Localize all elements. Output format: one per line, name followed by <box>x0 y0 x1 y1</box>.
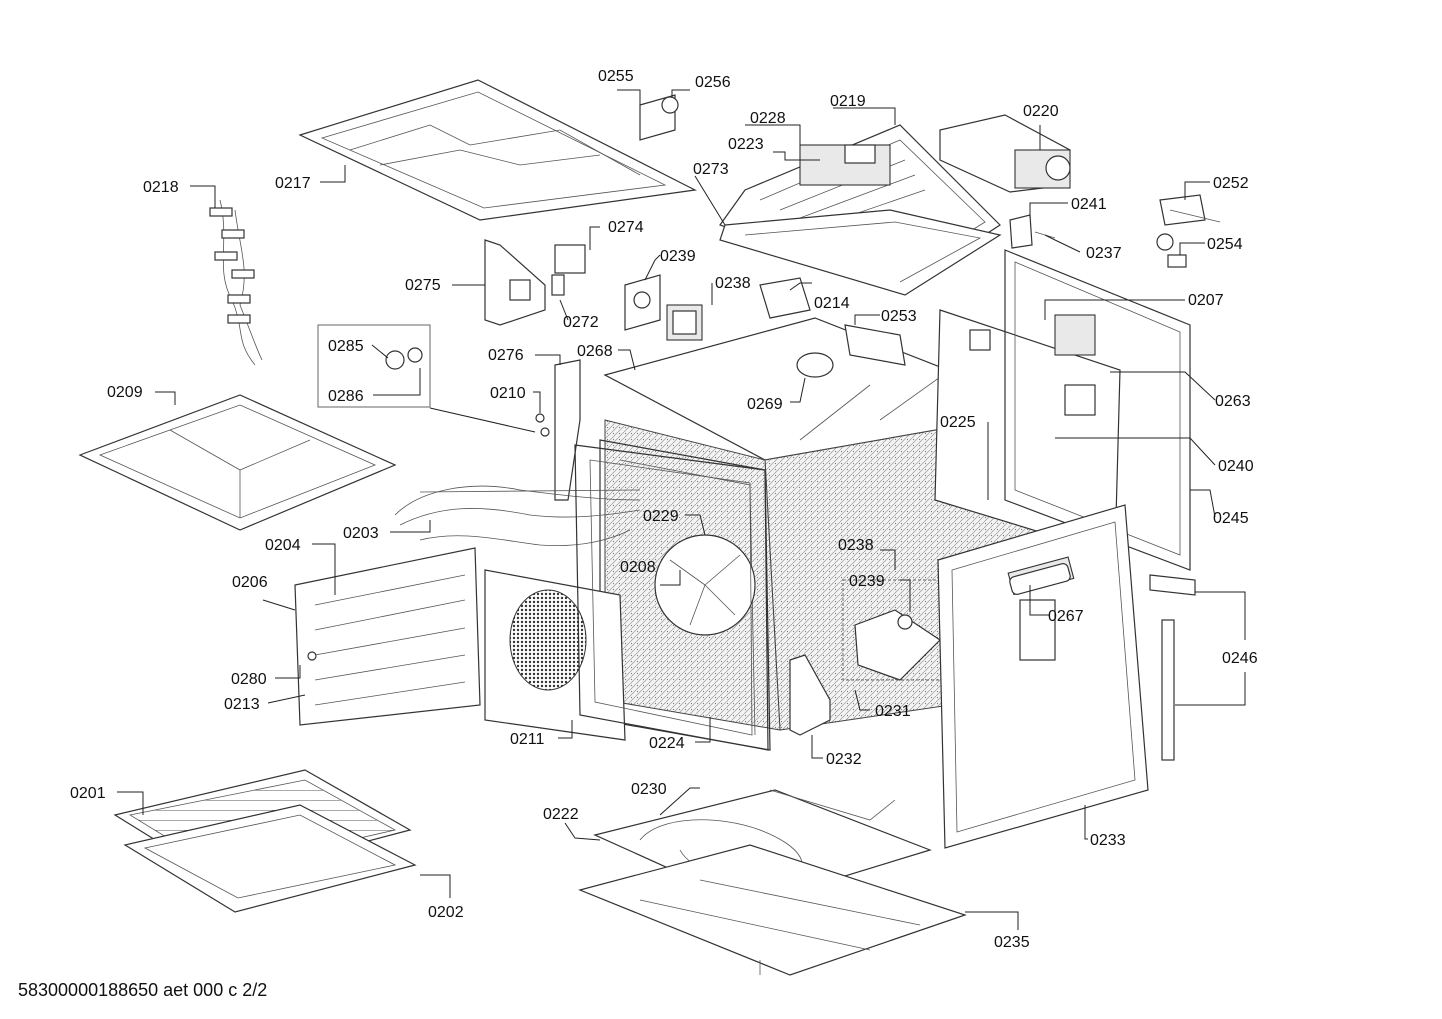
callout-0233: 0233 <box>1090 832 1126 849</box>
callout-0206: 0206 <box>232 574 268 591</box>
callout-0285: 0285 <box>328 338 364 355</box>
callout-0232: 0232 <box>826 751 862 768</box>
callout-0239: 0239 <box>660 248 696 265</box>
callout-0213: 0213 <box>224 696 260 713</box>
callout-0223: 0223 <box>728 136 764 153</box>
part-0203-grill-heater <box>394 485 641 546</box>
callout-0204: 0204 <box>265 537 301 554</box>
callout-0202: 0202 <box>428 904 464 921</box>
callout-0230: 0230 <box>631 781 667 798</box>
callout-0211: 0211 <box>510 731 545 748</box>
part-0211-fan-grille <box>484 569 626 741</box>
callout-0263: 0263 <box>1215 393 1251 410</box>
part-0231-lamp-holder <box>854 609 941 681</box>
callout-0203: 0203 <box>343 525 379 542</box>
callout-0274: 0274 <box>608 219 644 236</box>
callout-0224: 0224 <box>649 735 685 752</box>
part-0275-side-bracket <box>484 239 546 326</box>
part-0214-transformer <box>759 277 811 319</box>
part-0218-wiring-harness <box>209 199 263 366</box>
part-0254-spring <box>1156 233 1187 268</box>
callout-0245: 0245 <box>1213 510 1249 527</box>
callout-0275: 0275 <box>405 277 441 294</box>
callout-0241: 0241 <box>1071 196 1107 213</box>
callout-0217: 0217 <box>275 175 311 192</box>
part-0239-lamp <box>624 274 703 341</box>
callout-0207: 0207 <box>1188 292 1224 309</box>
callout-0214: 0214 <box>814 295 850 312</box>
callout-0246: 0246 <box>1222 650 1258 667</box>
callout-0253: 0253 <box>881 308 917 325</box>
part-0267-handle <box>1009 563 1071 595</box>
callout-0252: 0252 <box>1213 175 1249 192</box>
part-0233-side-panel <box>937 504 1149 849</box>
part-0255-bracket <box>639 94 679 141</box>
callout-0254: 0254 <box>1207 236 1243 253</box>
callout-0222: 0222 <box>543 806 579 823</box>
callout-0239b: 0239 <box>849 573 885 590</box>
part-0206-side-rail <box>294 547 481 726</box>
part-0246-sensor <box>1149 574 1196 761</box>
document-id: 58300000188650 aet 000 c 2/2 <box>18 980 268 1000</box>
callout-0268: 0268 <box>577 343 613 360</box>
callout-0237: 0237 <box>1086 245 1122 262</box>
callout-0218: 0218 <box>143 179 179 196</box>
callout-0280: 0280 <box>231 671 267 688</box>
part-0235-base-plate <box>578 844 967 976</box>
callout-0256: 0256 <box>695 74 731 91</box>
part-0229-fan-cover <box>654 534 756 636</box>
leader-lines <box>117 89 1246 930</box>
part-0232-bracket <box>789 654 831 736</box>
part-0217-top-cover <box>298 79 697 221</box>
callout-0225: 0225 <box>940 414 976 431</box>
callout-0255: 0255 <box>598 68 634 85</box>
callout-0272: 0272 <box>563 314 599 331</box>
part-0210-screw <box>535 413 550 437</box>
part-0209-baking-tray <box>78 394 397 531</box>
part-0276-hinge <box>554 359 581 501</box>
part-0241-bracket <box>1009 214 1056 249</box>
callout-0228: 0228 <box>750 110 786 127</box>
part-0252-clip <box>1159 194 1221 226</box>
callout-0240: 0240 <box>1218 458 1254 475</box>
callout-0267: 0267 <box>1048 608 1084 625</box>
callout-0209: 0209 <box>107 384 143 401</box>
callout-0269: 0269 <box>747 396 783 413</box>
callout-labels: 0255 0256 0228 0219 0220 0223 0273 0217 … <box>70 68 1258 951</box>
part-0220-cooling-fan <box>939 114 1071 193</box>
part-0253-baffle <box>844 324 906 366</box>
callout-0220: 0220 <box>1023 103 1059 120</box>
callout-0273: 0273 <box>693 161 729 178</box>
part-0273-shield-plate <box>719 209 1002 296</box>
part-0274-switch <box>551 244 586 296</box>
callout-0235: 0235 <box>994 934 1030 951</box>
callout-0238b: 0238 <box>838 537 874 554</box>
part-0207-rear-panel <box>934 309 1121 556</box>
callout-0219: 0219 <box>830 93 866 110</box>
part-0285-knob <box>385 347 423 370</box>
callout-0286: 0286 <box>328 388 364 405</box>
part-0224-door-seal <box>574 444 769 751</box>
callout-0210: 0210 <box>490 385 526 402</box>
callout-0229: 0229 <box>643 508 679 525</box>
callout-0231: 0231 <box>875 703 911 720</box>
callout-0208: 0208 <box>620 559 656 576</box>
callout-0238: 0238 <box>715 275 751 292</box>
callout-0201: 0201 <box>70 785 106 802</box>
part-0202-baking-sheet <box>123 804 417 913</box>
callout-0276: 0276 <box>488 347 524 364</box>
